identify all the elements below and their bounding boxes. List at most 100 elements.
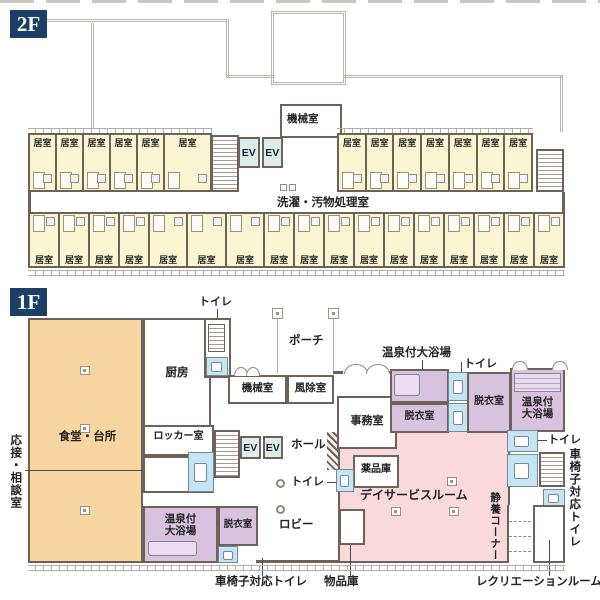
guest-room: 居室 — [147, 212, 189, 268]
guest-room-label: 居室 — [390, 255, 409, 265]
guest-room: 居室 — [413, 212, 446, 268]
column — [276, 479, 285, 488]
guest-room-label: 居室 — [539, 255, 558, 265]
table-icon — [447, 477, 457, 486]
guestroom-row-top-right: 居室居室居室居室居室居室居室 — [337, 133, 534, 192]
bed-icon — [387, 215, 411, 232]
bed-icon — [86, 172, 107, 189]
bed-icon — [507, 215, 531, 232]
toilet-right-label: トイレ — [548, 434, 581, 447]
elevator-2f-1: EV — [238, 137, 260, 168]
office-room-label: 事務室 — [350, 415, 384, 427]
wheelchair-toilet — [507, 454, 538, 487]
staircase-2f-right — [536, 149, 564, 192]
bathtub-icon — [394, 374, 420, 396]
dining-room-label: 食堂・台所 — [58, 431, 117, 443]
wheelchair-toilet-right-label: 車椅子対応トイレ — [568, 448, 581, 548]
guest-room: 居室 — [109, 133, 138, 192]
guest-room-label: 居室 — [398, 138, 417, 148]
porch-post — [328, 308, 339, 319]
guest-room-label: 居室 — [114, 138, 133, 148]
guest-room: 居室 — [55, 133, 84, 192]
corridor-label-2f: 洗濯・汚物処理室 — [277, 197, 369, 209]
entrance-door-arc — [344, 364, 368, 374]
exterior-wall — [256, 560, 340, 563]
leader-line — [549, 540, 550, 576]
balcony-rail — [28, 270, 565, 276]
machine-room-2f-label: 機械室 — [287, 113, 319, 125]
penthouse-roof-outline — [271, 11, 346, 85]
guest-room: 居室 — [82, 133, 111, 192]
column — [276, 505, 285, 514]
leader-line — [422, 360, 423, 374]
curtain-partition — [509, 536, 531, 537]
guest-room-label: 居室 — [87, 138, 106, 148]
guest-room-label: 居室 — [420, 255, 439, 265]
medicine-storage-label: 薬品庫 — [361, 464, 391, 475]
dressing-room-right-label: 脱衣室 — [474, 396, 504, 407]
guest-room: 居室 — [502, 212, 535, 268]
guest-room-label: 居室 — [159, 255, 178, 265]
leader-line — [461, 362, 462, 373]
bearing-wall — [327, 432, 338, 470]
dayservice-room-label: デイサービスルーム — [360, 488, 468, 502]
table-icon — [80, 424, 90, 433]
guest-room-label: 居室 — [479, 255, 498, 265]
guest-room-label: 居室 — [481, 138, 500, 148]
guest-room: 居室 — [136, 133, 165, 192]
locker-room-label: ロッカー室 — [153, 431, 204, 442]
dressing-room-bottom-label: 脱衣室 — [223, 519, 253, 530]
bed-icon — [507, 172, 529, 189]
guest-room: 居室 — [163, 133, 212, 192]
bed-icon — [341, 172, 363, 189]
table-icon — [80, 366, 90, 375]
table-icon — [391, 507, 401, 516]
bed-icon — [62, 215, 86, 232]
bath-pool-icon — [514, 373, 561, 392]
guest-room: 居室 — [263, 212, 296, 268]
guest-room-label: 居室 — [197, 255, 216, 265]
toilet-room — [448, 403, 468, 432]
bed-icon — [229, 215, 261, 232]
porch-post — [272, 308, 283, 319]
roof-outline — [91, 23, 94, 129]
guest-room-label: 居室 — [370, 138, 389, 148]
guest-room: 居室 — [293, 212, 326, 268]
guest-room: 居室 — [443, 212, 475, 268]
exterior-wall — [333, 371, 343, 374]
windbreak-room — [287, 375, 334, 404]
guest-room-label: 居室 — [33, 138, 52, 148]
medicine-storage — [353, 455, 399, 488]
wheelchair-toilet-bottom-label: 車椅子対応トイレ — [215, 576, 307, 588]
bed-icon — [32, 215, 56, 232]
staircase-2f-left — [211, 135, 239, 192]
bed-icon — [190, 215, 223, 232]
machine-room-1f — [228, 375, 287, 404]
onsen-bath-bottom-label: 温泉付 大浴場 — [164, 513, 197, 538]
bed-icon — [59, 172, 80, 189]
guest-room: 居室 — [392, 133, 423, 192]
floor1-badge: 1F — [10, 288, 47, 316]
bed-icon — [357, 215, 381, 232]
guest-room-label: 居室 — [426, 138, 445, 148]
bed-icon — [424, 172, 446, 189]
corridor-wall — [562, 192, 565, 212]
goods-storage — [339, 509, 365, 545]
guest-room: 居室 — [503, 133, 534, 192]
bed-icon — [92, 215, 116, 232]
door-arc — [246, 367, 260, 376]
leader-line — [25, 470, 152, 471]
entrance-door-arc — [366, 364, 390, 374]
bed-icon — [267, 215, 291, 232]
guest-room: 居室 — [532, 212, 565, 268]
bed-icon — [152, 215, 184, 232]
wheelchair-toilet — [507, 430, 538, 452]
guestroom-row-top-left: 居室居室居室居室居室居室 — [28, 133, 212, 192]
top-border-dashes — [0, 0, 600, 3]
bed-icon — [477, 215, 501, 232]
guest-room-label: 居室 — [509, 255, 528, 265]
washer-icon — [289, 184, 296, 191]
guest-room: 居室 — [323, 212, 356, 268]
bed-icon — [32, 172, 53, 189]
elevators-2f: EV EV — [238, 137, 283, 168]
